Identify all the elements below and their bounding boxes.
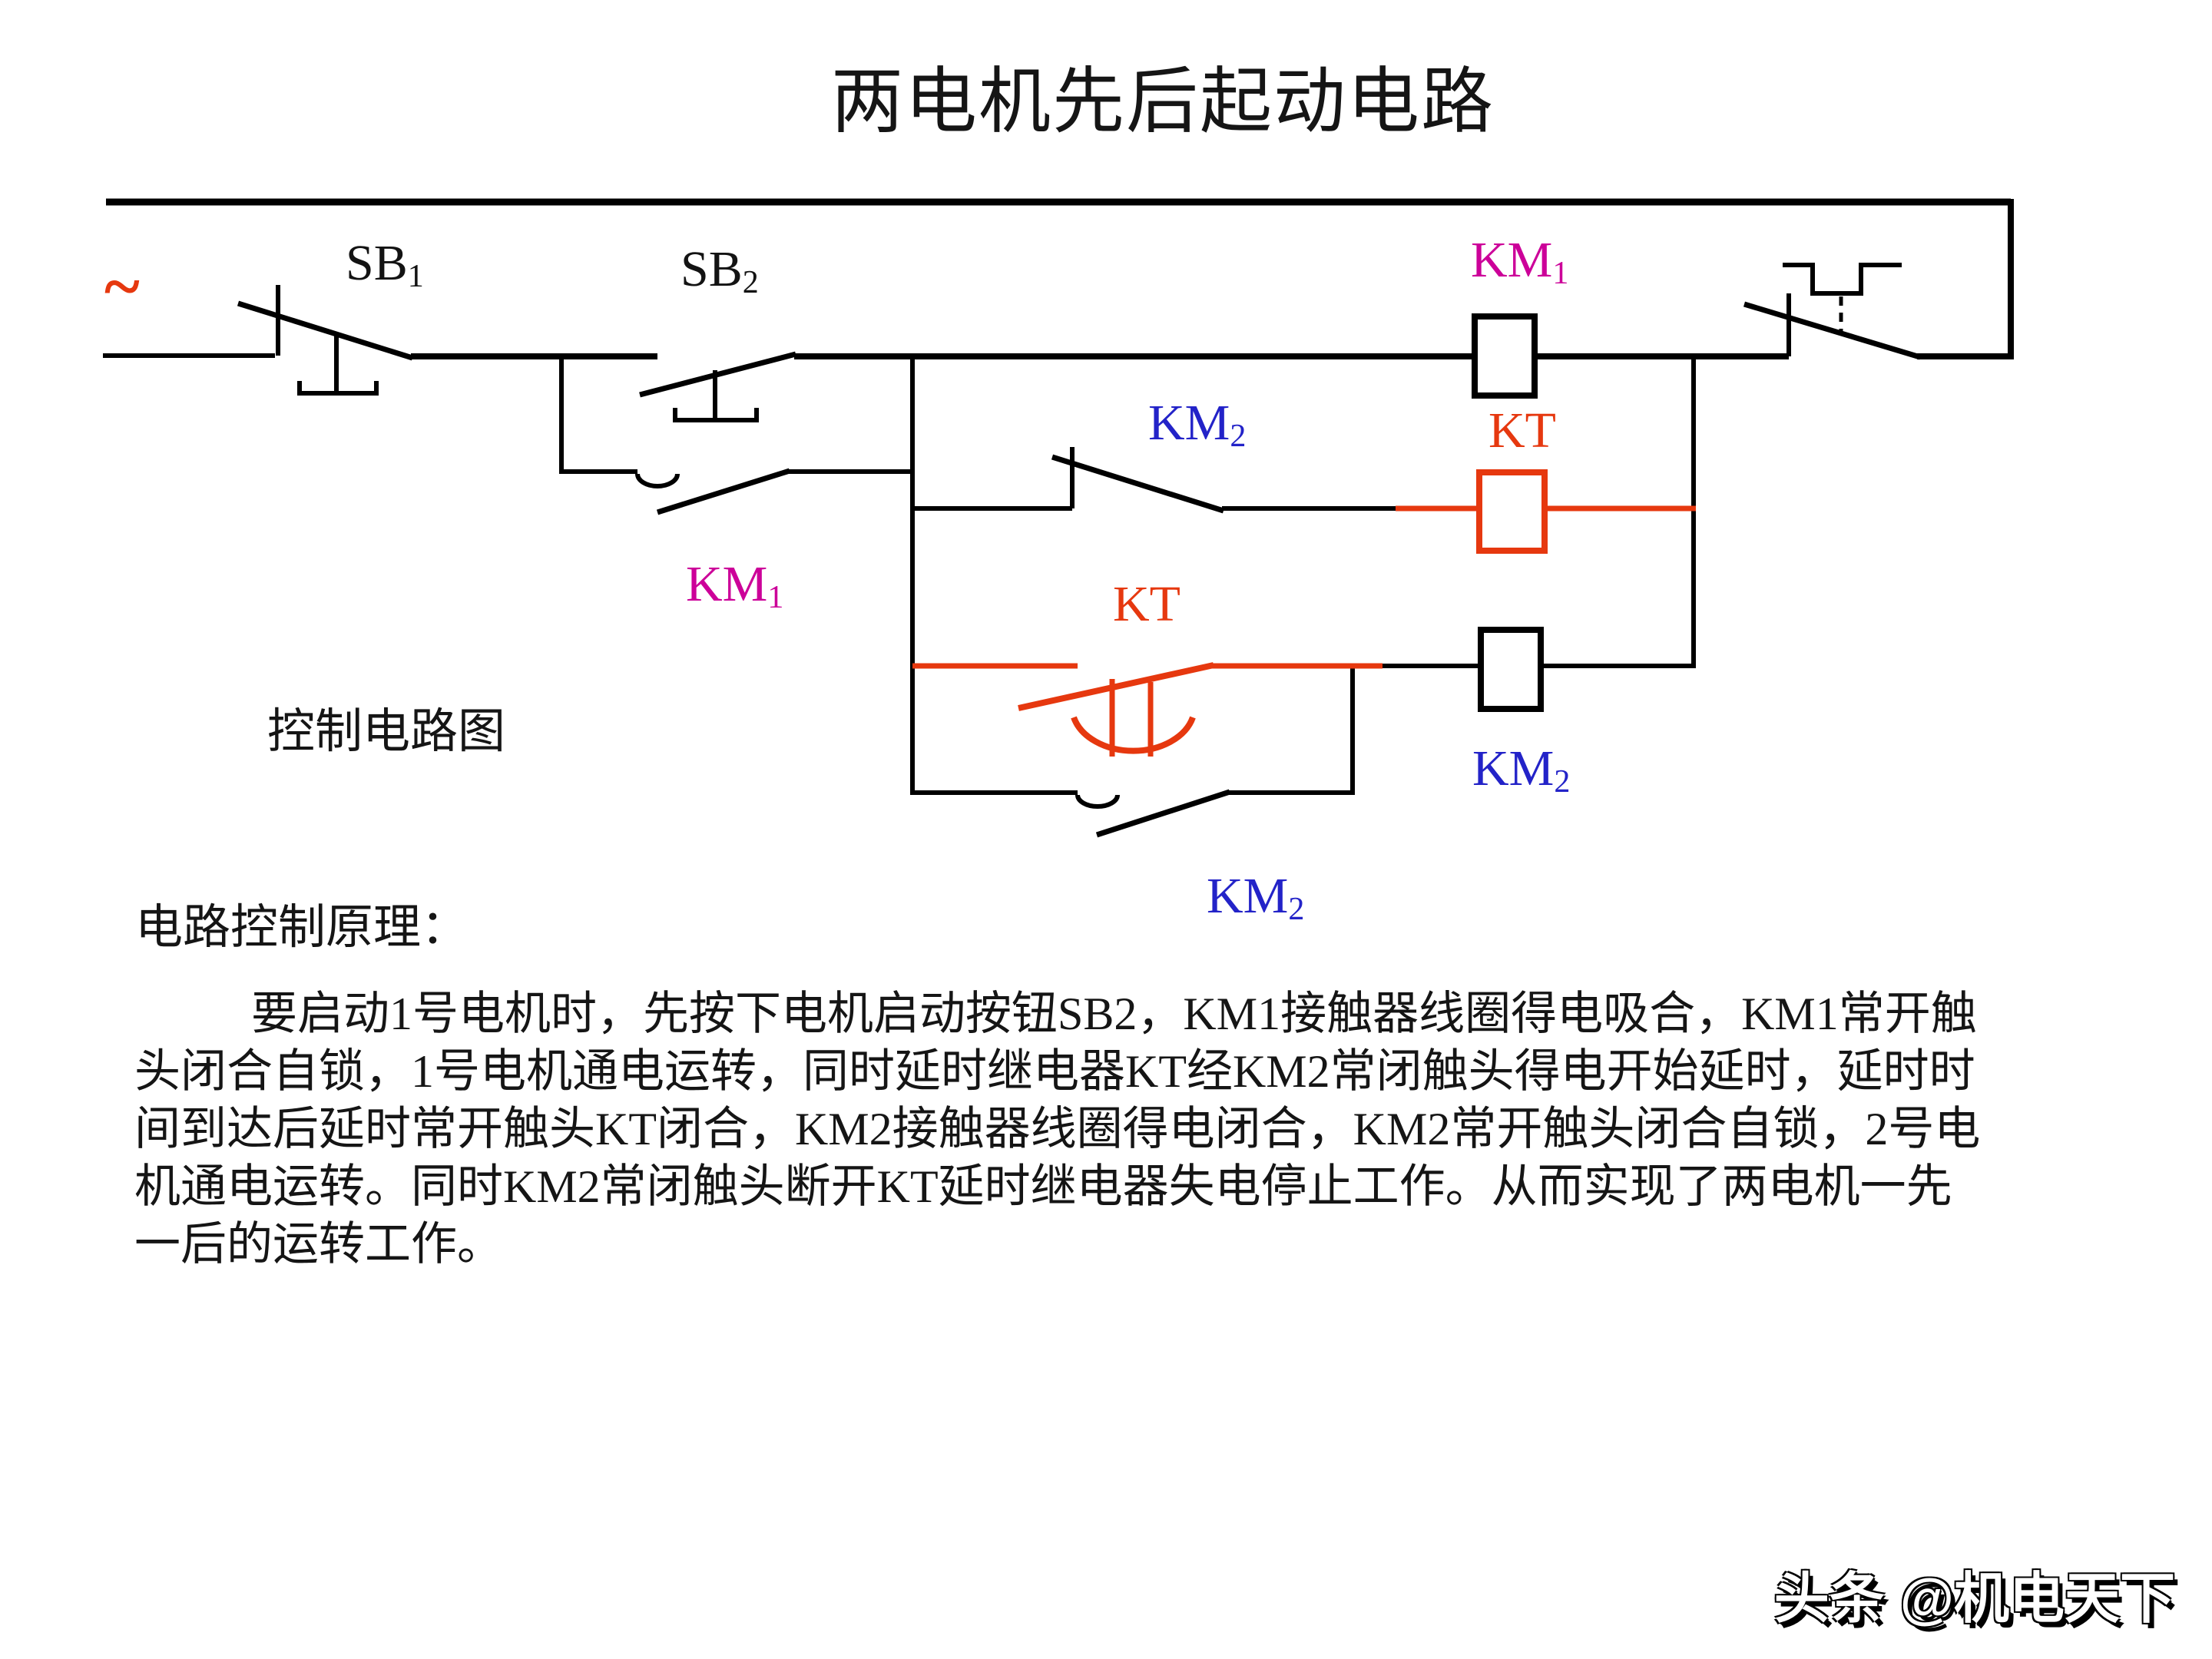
kt-coil	[1476, 469, 1548, 554]
kt-contact-label: KT	[1113, 579, 1181, 630]
km1-coil-label-sub: 1	[1552, 256, 1569, 292]
principle-heading: 电路控制原理：	[135, 902, 469, 954]
kt-coil-label-text: KT	[1488, 402, 1556, 459]
km2-nc-label-main: KM	[1148, 395, 1230, 451]
kt-delay-cup	[1071, 716, 1196, 754]
km1-coil-label-main: KM	[1471, 232, 1553, 288]
km1-branch-left-wire	[559, 356, 637, 474]
ac-supply-symbol: ~	[104, 250, 140, 324]
km2-coil-label-main: KM	[1472, 740, 1555, 796]
km2-coil-label-sub: 2	[1554, 764, 1571, 800]
diagram-caption: 控制电路图	[267, 706, 506, 758]
km2-coil-label: KM2	[1472, 740, 1570, 799]
km2nc-blade	[1051, 454, 1225, 514]
principle-text: 要启动1号电机时，先按下电机启动按钮SB2，KM1接触器线圈得电吸合，KM1常开…	[134, 988, 1981, 1270]
fr-notch	[1783, 263, 1902, 296]
km1-branch-hook	[635, 473, 680, 488]
row4-blade	[1095, 789, 1231, 838]
km1-coil	[1472, 313, 1538, 399]
km1-branch-blade	[656, 468, 791, 515]
sb2-blade	[639, 351, 796, 398]
km1-selflock-label-sub: 1	[767, 580, 784, 616]
sb2-label: SB2	[680, 241, 759, 300]
sb1-blade	[237, 300, 414, 361]
km1-coil-label: KM1	[1471, 232, 1568, 290]
row4-hook	[1075, 794, 1120, 809]
page-title: 两电机先后起动电路	[831, 62, 1495, 142]
kt-contact-label-text: KT	[1113, 576, 1181, 632]
sb1-label: SB1	[346, 235, 424, 293]
km2-coil	[1478, 627, 1544, 712]
km2-nc-contact-label: KM2	[1148, 395, 1246, 453]
km2-selflock-label-main: KM	[1207, 868, 1289, 924]
fr-blade	[1743, 301, 1922, 360]
km1-selflock-label-main: KM	[686, 556, 768, 612]
sb1-label-main: SB	[346, 235, 408, 291]
km1-selflock-label: KM1	[686, 556, 783, 614]
km2-selflock-label: KM2	[1207, 868, 1304, 926]
kt-contact-blade	[1018, 662, 1214, 711]
km2-nc-label-sub: 2	[1230, 419, 1247, 455]
sb2-label-sub: 2	[742, 265, 759, 301]
watermark: 头条 @机电天下	[1773, 1568, 2175, 1630]
sb2-button-cap	[673, 408, 759, 422]
sb1-label-sub: 1	[407, 259, 424, 295]
kt-coil-label: KT	[1488, 406, 1556, 456]
sb2-label-main: SB	[680, 241, 743, 297]
sb1-button-cap	[297, 381, 379, 396]
km2-selflock-label-sub: 2	[1288, 892, 1305, 928]
